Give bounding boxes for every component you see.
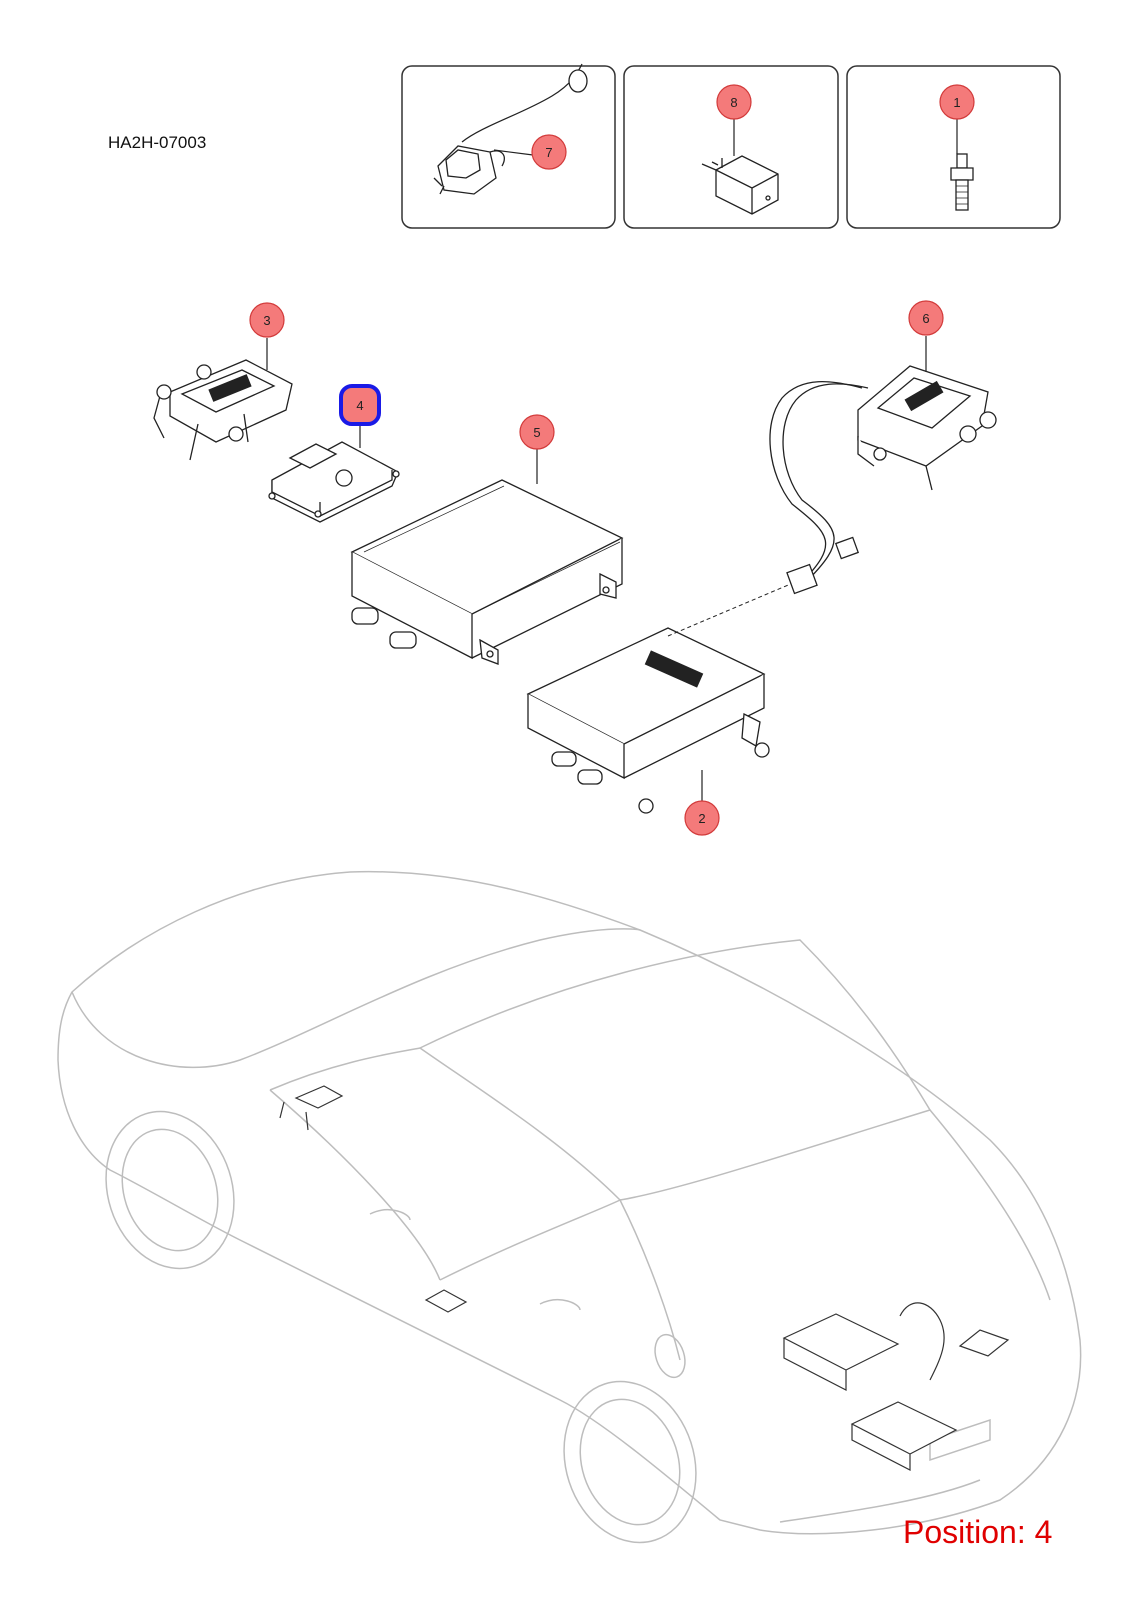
callout-8[interactable]: 8 bbox=[716, 84, 752, 120]
callout-7-label: 7 bbox=[545, 145, 552, 160]
part-3-junction-block bbox=[153, 359, 293, 461]
header-code: HA2H-07003 bbox=[108, 133, 207, 152]
callout-2-label: 2 bbox=[698, 811, 705, 826]
part-4-control-module bbox=[268, 441, 400, 523]
callout-2[interactable]: 2 bbox=[684, 800, 720, 836]
car-installed-parts bbox=[279, 1085, 1010, 1471]
callout-1[interactable]: 1 bbox=[939, 84, 975, 120]
car-outline bbox=[57, 870, 1082, 1544]
callout-3-label: 3 bbox=[263, 313, 270, 328]
callout-5[interactable]: 5 bbox=[519, 414, 555, 450]
callout-8-label: 8 bbox=[730, 95, 737, 110]
part-connection-line bbox=[667, 579, 801, 637]
callout-5-label: 5 bbox=[533, 425, 540, 440]
part-5-inverter bbox=[350, 479, 624, 665]
callout-4[interactable]: 4 bbox=[339, 384, 381, 426]
inset-box-1 bbox=[846, 65, 1061, 229]
callout-6-label: 6 bbox=[922, 311, 929, 326]
callout-1-label: 1 bbox=[953, 95, 960, 110]
callout-4-label: 4 bbox=[356, 398, 363, 413]
callout-6[interactable]: 6 bbox=[908, 300, 944, 336]
part-2-charger bbox=[526, 627, 770, 814]
part-6-junction-block bbox=[857, 365, 997, 491]
leader-lines bbox=[266, 118, 958, 814]
callout-3[interactable]: 3 bbox=[249, 302, 285, 338]
callout-7[interactable]: 7 bbox=[531, 134, 567, 170]
part-8-relay bbox=[701, 155, 779, 215]
position-label: Position: 4 bbox=[903, 1514, 1053, 1550]
part-7-actuator bbox=[433, 63, 588, 195]
part-1-stud bbox=[950, 153, 974, 211]
inset-box-8 bbox=[623, 65, 839, 229]
inset-box-7 bbox=[401, 65, 616, 229]
part-6-harness-cable bbox=[769, 381, 869, 595]
